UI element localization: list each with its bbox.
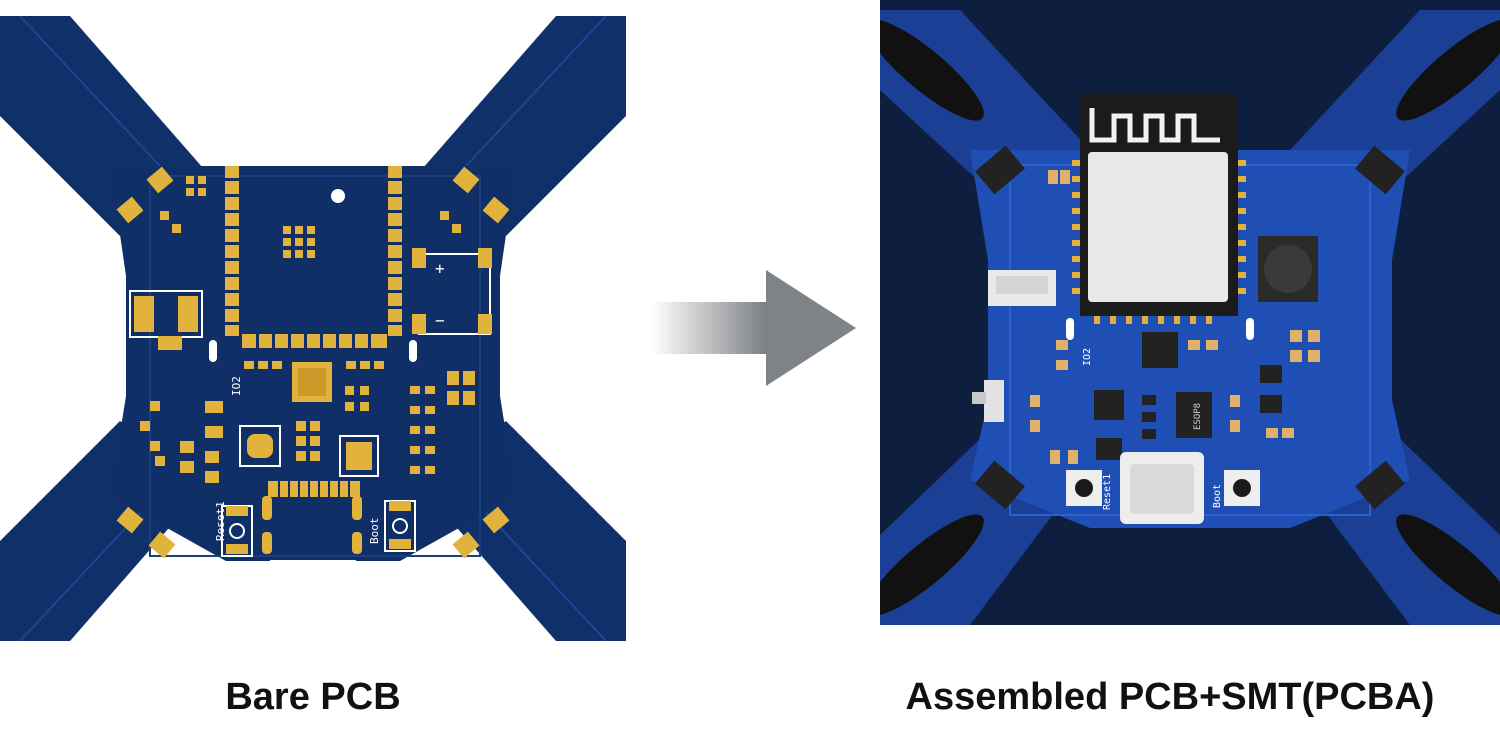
bare-pcb-image: + − [0, 15, 626, 642]
bare-reset-label: Reset1 [214, 501, 227, 541]
pcba-io-label: IO2 [1082, 348, 1093, 366]
bare-boot-label: Boot [368, 518, 381, 545]
svg-text:+: + [435, 259, 445, 278]
pcba-ic-label: ESOP8 [1193, 403, 1203, 430]
assembled-pcba-image: ESOP8 Res [866, 0, 1500, 625]
pcba-boot-label: Boot [1212, 484, 1223, 508]
assembled-pcba-caption: Assembled PCB+SMT(PCBA) [905, 676, 1435, 718]
pcba-reset-label: Reset1 [1102, 474, 1113, 510]
arrow-right-icon [652, 268, 856, 388]
svg-text:−: − [435, 311, 445, 330]
bare-pcb-drawing: + − [0, 15, 626, 642]
bare-pcb-caption: Bare PCB [225, 676, 401, 718]
bare-io-label: IO2 [230, 376, 243, 396]
assembled-pcba-drawing: ESOP8 Res [866, 0, 1500, 625]
